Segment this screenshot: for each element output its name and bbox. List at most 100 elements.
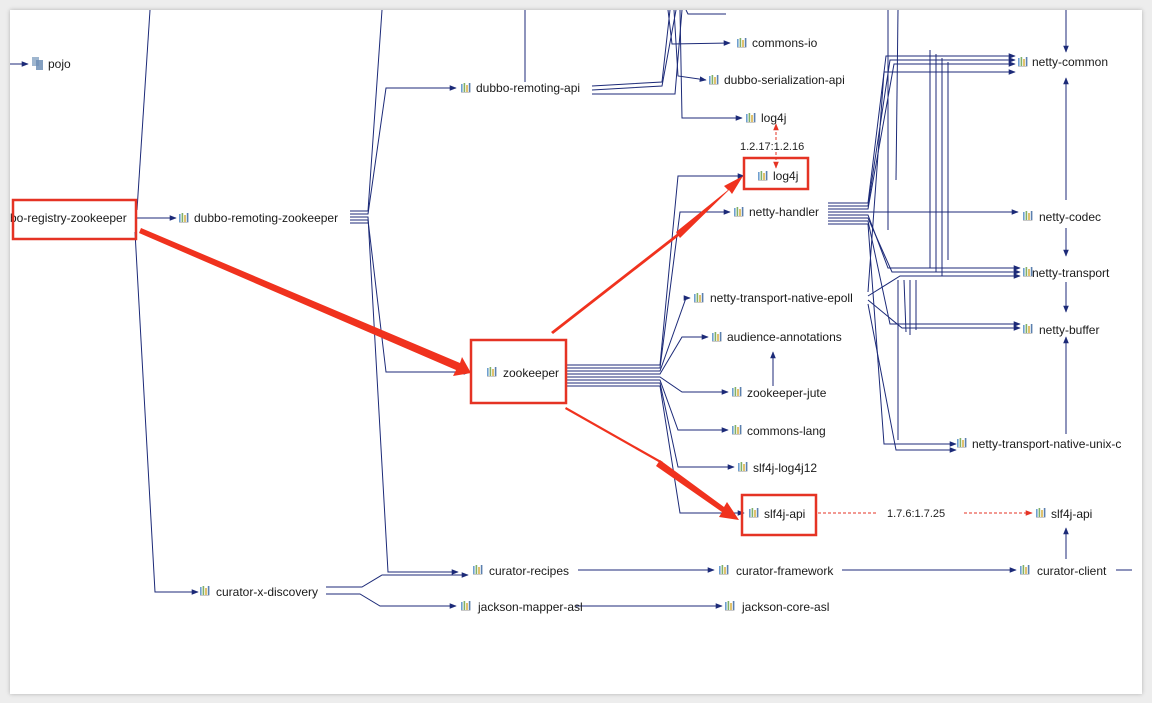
annotation-arrow-registry-to-zookeeper <box>139 228 471 376</box>
dependency-edges <box>10 10 1132 609</box>
library-icon <box>709 75 719 85</box>
svg-text:netty-common: netty-common <box>1032 55 1108 69</box>
library-icon <box>1020 565 1030 575</box>
annotation-line-zookeeper-to-slf4j <box>565 407 663 464</box>
slf4j-version-conflict-label: 1.7.6:1.7.25 <box>887 508 945 520</box>
node-slf4j-api-right[interactable]: slf4j-api <box>1036 507 1092 521</box>
library-icon <box>957 438 967 448</box>
node-dubbo-remoting-api[interactable]: dubbo-remoting-api <box>461 81 580 95</box>
library-icon <box>461 83 471 93</box>
svg-text:netty-buffer: netty-buffer <box>1039 323 1099 337</box>
svg-text:netty-transport-native-unix-c: netty-transport-native-unix-c <box>972 437 1121 451</box>
node-dubbo-remoting-zookeeper[interactable]: dubbo-remoting-zookeeper <box>179 211 338 225</box>
node-log4j[interactable]: log4j <box>758 169 798 183</box>
library-icon <box>1023 324 1033 334</box>
library-icon <box>200 586 210 596</box>
node-curator-client[interactable]: curator-client <box>1020 564 1107 578</box>
library-icon <box>461 601 471 611</box>
svg-text:dubbo-remoting-api: dubbo-remoting-api <box>476 81 580 95</box>
node-curator-recipes[interactable]: curator-recipes <box>473 564 569 578</box>
diagram-canvas: 1.2.17:1.2.16 1.7.6:1.7.25 pojo bo-regis… <box>10 10 1142 694</box>
library-icon <box>758 171 768 181</box>
node-netty-handler[interactable]: netty-handler <box>734 205 819 219</box>
node-netty-transport[interactable]: netty-transport <box>1023 266 1110 280</box>
library-icon <box>737 38 747 48</box>
library-icon <box>694 293 704 303</box>
node-curator-x-discovery[interactable]: curator-x-discovery <box>200 585 318 599</box>
node-slf4j-log4j12[interactable]: slf4j-log4j12 <box>738 461 817 475</box>
svg-text:netty-transport-native-epoll: netty-transport-native-epoll <box>710 291 853 305</box>
library-icon <box>179 213 189 223</box>
svg-text:curator-recipes: curator-recipes <box>489 564 569 578</box>
svg-text:audience-annotations: audience-annotations <box>727 330 842 344</box>
node-netty-buffer[interactable]: netty-buffer <box>1023 323 1099 337</box>
library-icon <box>712 332 722 342</box>
node-dubbo-serialization-api[interactable]: dubbo-serialization-api <box>709 73 845 87</box>
conflict-edges <box>773 123 1033 516</box>
node-slf4j-api[interactable]: slf4j-api <box>749 507 805 521</box>
library-icon <box>1018 57 1028 67</box>
svg-text:curator-framework: curator-framework <box>736 564 834 578</box>
highlight-box-zookeeper <box>469 338 568 405</box>
node-netty-codec[interactable]: netty-codec <box>1023 210 1101 224</box>
svg-text:curator-x-discovery: curator-x-discovery <box>216 585 318 599</box>
svg-text:dubbo-serialization-api: dubbo-serialization-api <box>724 73 845 87</box>
svg-text:zookeeper: zookeeper <box>503 366 559 380</box>
node-log4j-top[interactable]: log4j <box>746 111 786 125</box>
svg-text:netty-handler: netty-handler <box>749 205 819 219</box>
node-bo-registry-zookeeper[interactable]: bo-registry-zookeeper <box>10 211 127 225</box>
log4j-version-conflict-label: 1.2.17:1.2.16 <box>740 141 804 153</box>
svg-text:commons-io: commons-io <box>752 36 818 50</box>
svg-text:log4j: log4j <box>761 111 786 125</box>
library-icon <box>732 387 742 397</box>
library-icon <box>738 462 748 472</box>
node-pojo[interactable]: pojo <box>32 57 71 71</box>
svg-text:curator-client: curator-client <box>1037 564 1107 578</box>
highlight-box-slf4j-api <box>740 493 818 537</box>
annotation-arrow-zookeeper-to-log4j <box>676 176 743 238</box>
node-commons-io[interactable]: commons-io <box>737 36 818 50</box>
node-netty-transport-native-unix[interactable]: netty-transport-native-unix-c <box>957 437 1121 451</box>
svg-text:pojo: pojo <box>48 57 71 71</box>
library-icon <box>1036 508 1046 518</box>
svg-text:slf4j-api: slf4j-api <box>764 507 805 521</box>
node-zookeeper[interactable]: zookeeper <box>487 366 559 380</box>
svg-text:slf4j-api: slf4j-api <box>1051 507 1092 521</box>
node-commons-lang[interactable]: commons-lang <box>732 424 826 438</box>
library-icon <box>734 207 744 217</box>
highlight-boxes <box>11 156 818 537</box>
svg-text:jackson-core-asl: jackson-core-asl <box>741 600 829 614</box>
node-netty-transport-native-epoll[interactable]: netty-transport-native-epoll <box>694 291 853 305</box>
library-icon <box>473 565 483 575</box>
highlight-box-registry <box>11 198 138 241</box>
library-icon <box>746 113 756 123</box>
svg-text:log4j: log4j <box>773 169 798 183</box>
node-netty-common[interactable]: netty-common <box>1018 55 1108 69</box>
node-jackson-mapper-asl[interactable]: jackson-mapper-asl <box>461 600 583 614</box>
annotation-line-zookeeper-to-log4j <box>551 233 680 334</box>
library-icon <box>732 425 742 435</box>
node-jackson-core-asl[interactable]: jackson-core-asl <box>725 600 829 614</box>
library-icon <box>749 508 759 518</box>
svg-text:netty-transport: netty-transport <box>1032 266 1110 280</box>
svg-text:bo-registry-zookeeper: bo-registry-zookeeper <box>10 211 127 225</box>
svg-text:jackson-mapper-asl: jackson-mapper-asl <box>477 600 583 614</box>
library-icon <box>487 367 497 377</box>
svg-text:zookeeper-jute: zookeeper-jute <box>747 386 827 400</box>
library-icon <box>725 601 735 611</box>
node-zookeeper-jute[interactable]: zookeeper-jute <box>732 386 827 400</box>
svg-text:commons-lang: commons-lang <box>747 424 826 438</box>
annotation-arrow-zookeeper-to-slf4j <box>656 460 739 520</box>
module-icon <box>32 57 43 70</box>
library-icon <box>1023 211 1033 221</box>
svg-text:slf4j-log4j12: slf4j-log4j12 <box>753 461 817 475</box>
node-curator-framework[interactable]: curator-framework <box>719 564 834 578</box>
annotation-arrows <box>139 176 743 520</box>
highlight-box-log4j <box>742 156 810 191</box>
node-audience-annotations[interactable]: audience-annotations <box>712 330 842 344</box>
library-icon <box>1023 267 1033 277</box>
svg-text:netty-codec: netty-codec <box>1039 210 1101 224</box>
library-icon <box>719 565 729 575</box>
svg-text:dubbo-remoting-zookeeper: dubbo-remoting-zookeeper <box>194 211 338 225</box>
dependency-graph: 1.2.17:1.2.16 1.7.6:1.7.25 pojo bo-regis… <box>10 10 1132 614</box>
